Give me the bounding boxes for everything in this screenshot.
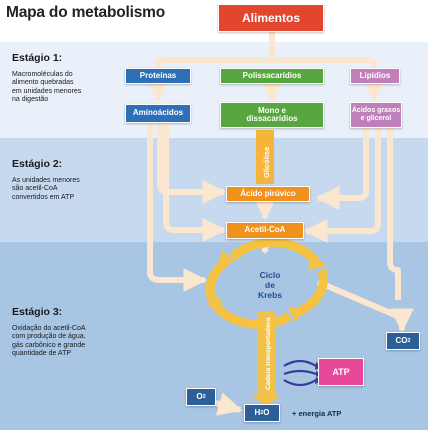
stage-3-text: Oxidação do acetil-CoA com produção de á…: [12, 325, 122, 359]
arrow-o2-h2o: [211, 392, 243, 416]
krebs-arc-top: [228, 237, 320, 265]
node-mono-dissacaridios: Mono e dissacarídios: [220, 102, 324, 128]
krebs-label-2: de: [265, 280, 275, 290]
mono-line-2: dissacarídios: [246, 114, 298, 123]
co2-sub: 2: [407, 337, 411, 344]
stage-1-heading: Estágio 1:: [12, 52, 63, 64]
node-acido-piruvico: Ácido pirúvico: [226, 186, 310, 202]
arrow-amino-piruvico: [157, 123, 227, 204]
node-atp: ATP: [318, 358, 364, 386]
stage-1-line: em unidades menores: [12, 87, 82, 95]
arrow-krebs-co2: [316, 279, 414, 333]
stage-3-line: Oxidação do acetil-CoA: [12, 325, 86, 332]
krebs-arrowheads: [206, 250, 326, 322]
cadeia-arrow: [257, 312, 275, 398]
node-acidos-graxos: Ácidos graxos e glicerol: [350, 102, 402, 128]
node-lipidios: Lipídios: [350, 68, 400, 84]
stage-2-line: As unidades menores: [12, 177, 80, 184]
stage-1-line: Macromoléculas do: [12, 71, 73, 78]
mono-line-1: Mono e: [258, 105, 286, 115]
stage-1-line: na digestão: [12, 96, 49, 104]
stage-1-line: alimento quebradas: [12, 79, 74, 87]
energia-label: + energia ATP: [292, 409, 342, 418]
krebs-label-1: Ciclo: [260, 270, 281, 280]
h2o-sub: 2: [260, 409, 264, 416]
arrow-amino-krebs: [147, 123, 208, 292]
node-proteinas: Proteínas: [125, 68, 191, 84]
atp-swirl: [283, 359, 317, 387]
stage-2-heading: Estágio 2:: [12, 158, 63, 170]
h2o-text-b: O: [263, 407, 270, 417]
node-acetil-coa: Acetil-CoA: [226, 222, 304, 239]
cadeia-label: Cadeia transportadora: [265, 317, 272, 390]
acidos-line-1: Ácidos graxos: [351, 106, 401, 114]
krebs-arc-right: [296, 268, 328, 317]
arrow-acidos-side: [387, 128, 401, 300]
node-aminoacidos: Aminoácidos: [125, 104, 191, 123]
stage-3-block: Estágio 3: Oxidação do acetil-CoA com pr…: [12, 306, 122, 359]
stage-1-text: Macromoléculas do alimento quebradas em …: [12, 71, 122, 105]
stage-3-line: gás carbônico e grande: [12, 341, 86, 349]
glicolise-arrow: [256, 130, 274, 184]
node-alimentos: Alimentos: [218, 4, 324, 32]
page-title: Mapa do metabolismo: [6, 4, 165, 21]
stage-2-text: As unidades menores são acetil-CoA conve…: [12, 177, 122, 202]
arrow-amino-acetil: [163, 123, 227, 242]
stage-1-block: Estágio 1: Macromoléculas do alimento qu…: [12, 52, 122, 105]
stage-3-line: com produção de água,: [12, 333, 86, 341]
stage-2-block: Estágio 2: As unidades menores são aceti…: [12, 158, 122, 202]
krebs-label-3: Krebs: [258, 290, 282, 300]
glicolise-label: Glicólise: [262, 147, 271, 178]
node-polissacaridios: Polissacarídios: [220, 68, 324, 84]
o2-sub: 2: [202, 393, 206, 400]
stage-2-line: convertidos em ATP: [12, 193, 75, 201]
stage-3-line: quantidade de ATP: [12, 350, 72, 358]
o2-text: O: [196, 391, 203, 401]
h2o-text-a: H: [254, 407, 261, 417]
arrow-acidos-acetil: [303, 128, 381, 243]
cadeia-arrow-head: [252, 396, 280, 406]
arrow-acidos-piruvico: [315, 128, 369, 210]
stage-3-heading: Estágio 3:: [12, 306, 63, 318]
co2-text: CO: [395, 335, 408, 345]
krebs-arc-bottom: [212, 303, 293, 329]
stage-2-line: são acetil-CoA: [12, 185, 58, 193]
acidos-line-2: e glicerol: [360, 115, 392, 122]
